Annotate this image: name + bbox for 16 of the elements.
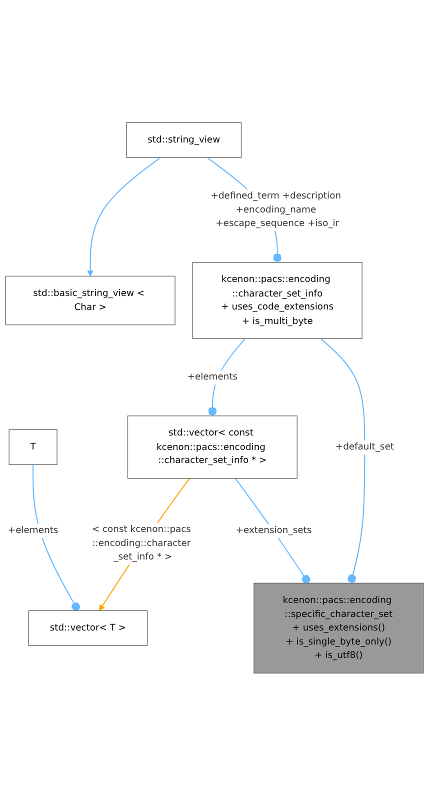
node-box: std::vector< T > bbox=[28, 610, 148, 646]
edge-label: +defined_term +description +encoding_name +escape_sequence +iso_ir bbox=[210, 190, 342, 229]
connector bbox=[32, 464, 80, 612]
node-box: kcenon::pacs::encoding ::character_set_info + uses_code_extensions + is_multi_byte bbox=[192, 262, 362, 340]
edge-label: +elements bbox=[8, 525, 58, 536]
edge-label: < const kcenon::pacs ::encoding::character _set_info * > bbox=[92, 524, 191, 562]
node-box: std::string_view bbox=[126, 122, 242, 158]
edge-label: +elements bbox=[187, 372, 238, 382]
edge-label: +default_set bbox=[335, 442, 394, 452]
arrow bbox=[87, 157, 161, 277]
node-box: std::vector< const kcenon::pacs::encoding ::character_set_info * > bbox=[127, 416, 298, 479]
connector bbox=[320, 338, 366, 584]
node-box: std::basic_string_view < Char > bbox=[5, 276, 176, 326]
edge-label: +extension_sets bbox=[236, 525, 312, 536]
node-box: kcenon::pacs::encoding ::specific_character_set + uses_extensions() + is_single_byte_only() + is_utf8() bbox=[254, 582, 424, 674]
node-box: T bbox=[8, 429, 58, 466]
